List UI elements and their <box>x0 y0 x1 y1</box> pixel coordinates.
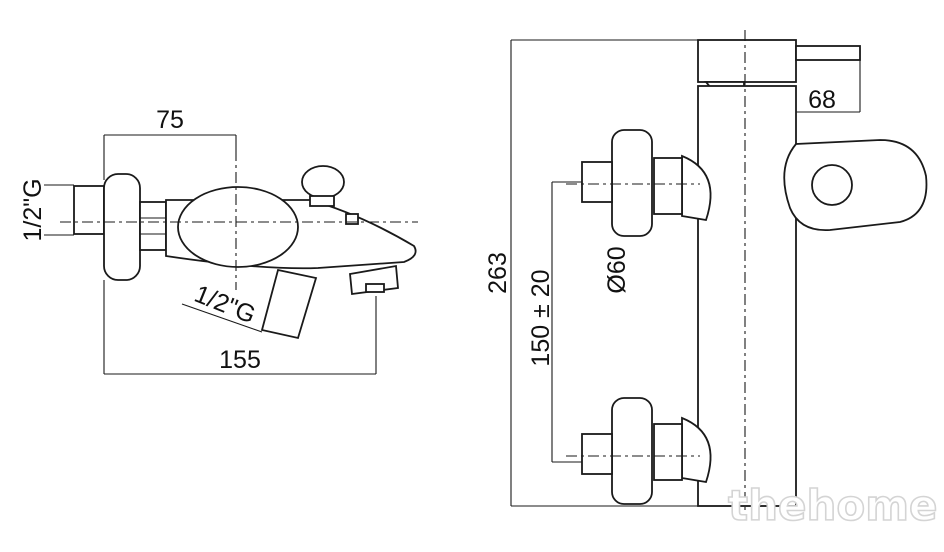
inlet-nipple <box>73 185 105 235</box>
outlet-connector <box>260 268 318 340</box>
dim-263-label: 263 <box>484 252 512 294</box>
spout-aerator <box>349 264 399 296</box>
lower-nut <box>653 423 683 481</box>
main-body <box>697 85 797 507</box>
upper-flange <box>611 129 653 237</box>
wall-flange <box>103 173 141 281</box>
spout-front <box>783 139 928 231</box>
lever-knob <box>177 186 299 268</box>
aerator-ring <box>365 283 385 293</box>
left-view: 75 155 1/2"G 1/2"G <box>19 106 418 375</box>
watermark-logo: thehome <box>728 481 937 530</box>
inlet-thread-label: 1/2"G <box>19 178 47 241</box>
right-view: 263 150 ± 20 Ø60 68 <box>484 30 928 515</box>
dim-155-label: 155 <box>219 346 261 374</box>
outlet-thread-label: 1/2"G <box>191 280 260 330</box>
lower-eccentric <box>681 416 712 484</box>
small-cap <box>345 213 359 225</box>
top-lever-arm <box>795 45 861 61</box>
lower-flange <box>611 397 653 505</box>
dim-68-label: 68 <box>808 86 836 114</box>
upper-eccentric <box>681 154 712 222</box>
upper-nipple <box>581 161 613 203</box>
connector-nut <box>139 201 167 251</box>
upper-nut <box>653 157 683 215</box>
diverter-stem <box>309 195 335 207</box>
lower-nipple <box>581 433 613 475</box>
dim-diameter-label: Ø60 <box>603 246 631 293</box>
diverter-button <box>301 165 345 199</box>
spout-outlet <box>811 164 853 206</box>
dim-75-label: 75 <box>156 106 184 134</box>
dim-centers-label: 150 ± 20 <box>527 269 555 366</box>
outlet-thread-leader <box>181 303 263 333</box>
top-lever-housing <box>697 39 797 83</box>
